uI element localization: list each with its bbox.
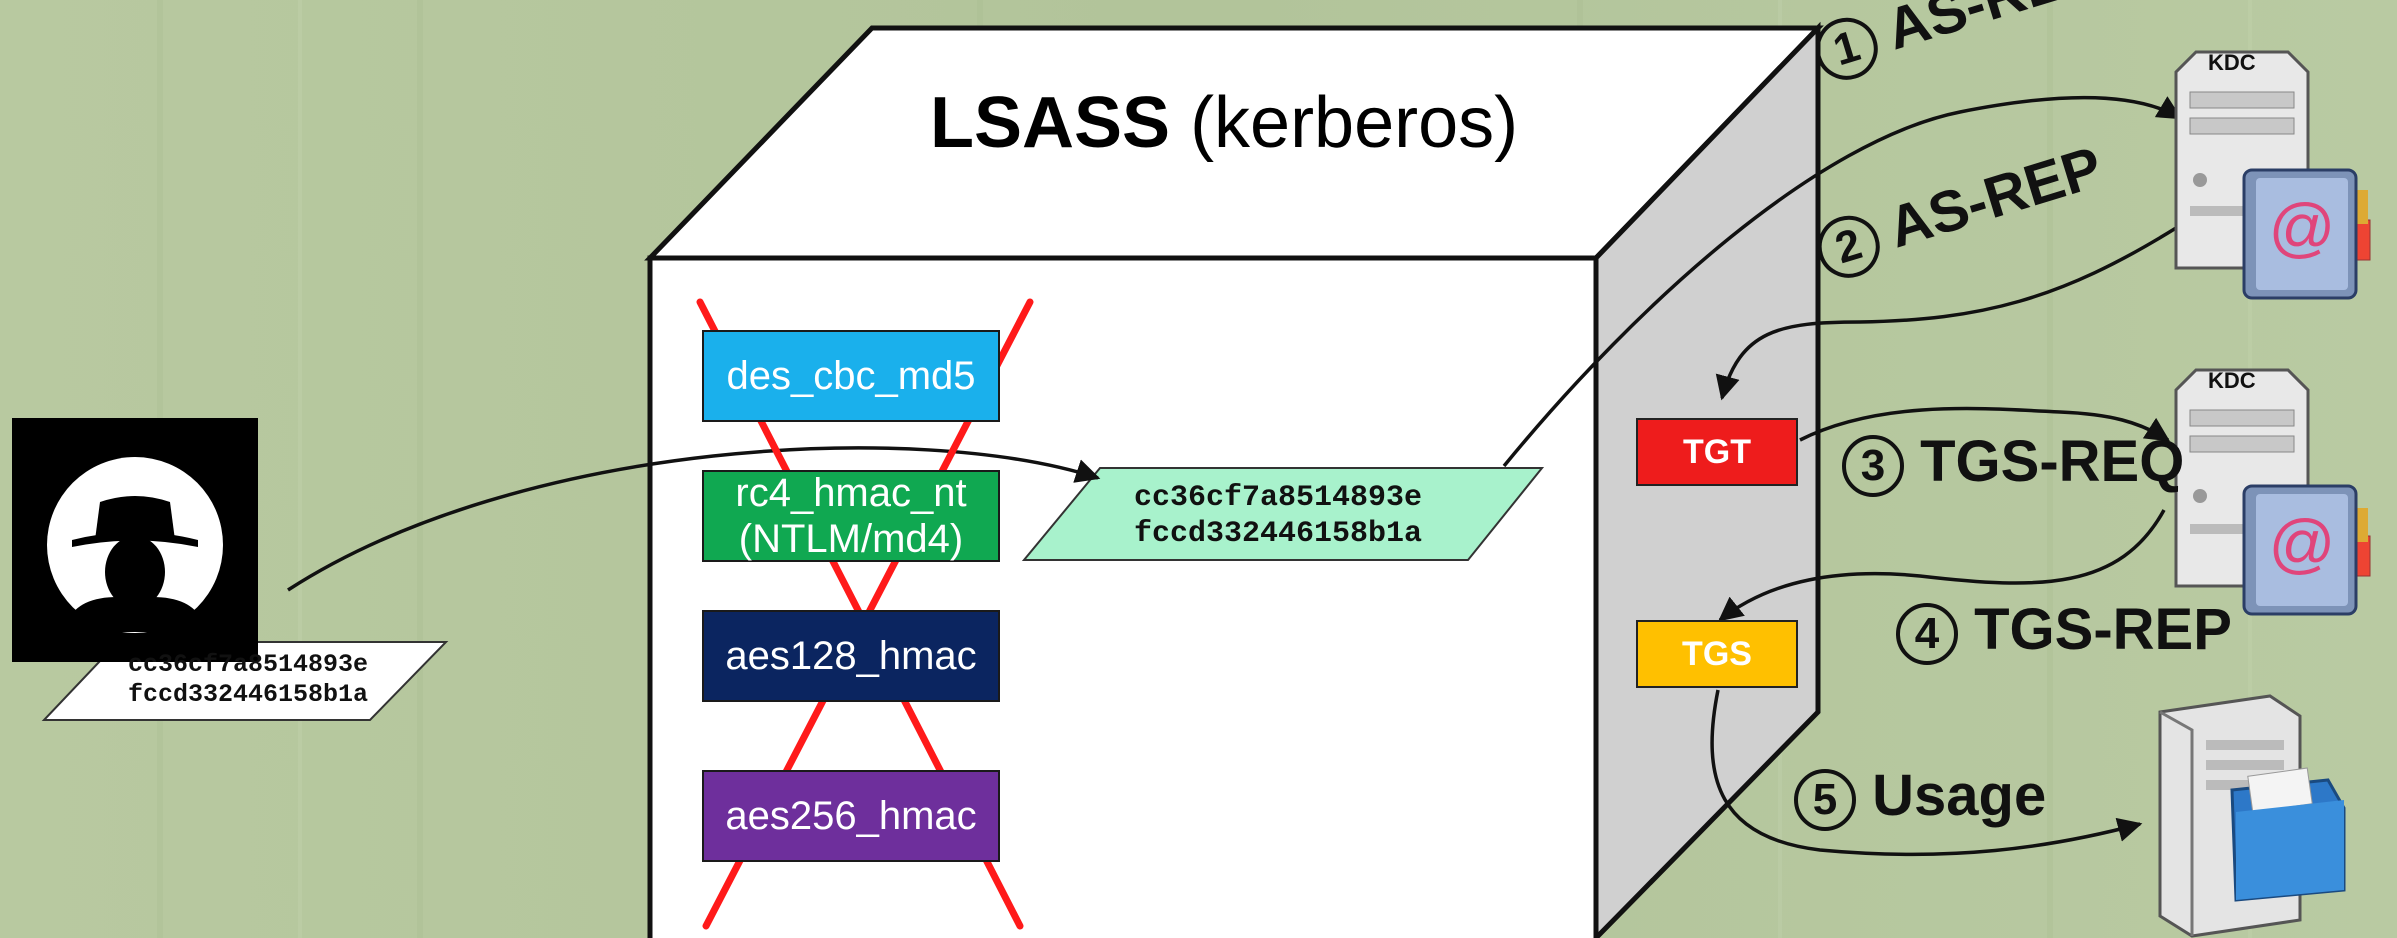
- usage-arrow: [1710, 689, 2143, 857]
- step-number-5: 5: [1794, 768, 1856, 831]
- tgs-label: TGS: [1682, 634, 1752, 673]
- hacker-icon: [12, 418, 258, 662]
- step-tgs-rep: 4 TGS-REP: [1896, 596, 2232, 665]
- hash-line-1: cc36cf7a8514893e: [1134, 481, 1423, 515]
- kdc-label-2: KDC: [2208, 368, 2256, 393]
- svg-text:@: @: [2269, 506, 2336, 580]
- key-aes256-label: aes256_hmac: [725, 794, 977, 838]
- step-usage: 5 Usage: [1794, 762, 2046, 831]
- svg-text:@: @: [2269, 190, 2336, 264]
- tgs-req-arrow: [1799, 406, 2171, 442]
- step-number-3: 3: [1842, 434, 1904, 497]
- key-des-label: des_cbc_md5: [726, 354, 976, 398]
- lsass-title-bold: LSASS: [930, 83, 1171, 163]
- attacker-hash-line-1: cc36cf7a8514893e: [128, 650, 369, 679]
- address-book-icon: @: [2242, 168, 2371, 300]
- step-tgs-req: 3 TGS-REQ: [1842, 428, 2184, 497]
- lsass-title-rest: (kerberos): [1190, 83, 1519, 163]
- step-text-5: Usage: [1872, 763, 2047, 828]
- kdc-label-1: KDC: [2208, 50, 2256, 75]
- key-aes128: aes128_hmac: [702, 610, 1000, 702]
- as-req-arrow: [1502, 95, 2183, 468]
- attacker-hash-text: cc36cf7a8514893e fccd332446158b1a: [128, 650, 368, 710]
- key-rc4-label: rc4_hmac_nt (NTLM/md4): [735, 471, 967, 561]
- hash-text: cc36cf7a8514893e fccd332446158b1a: [1134, 480, 1422, 552]
- inject-arrow: [287, 446, 1101, 592]
- tgs-ticket: TGS: [1636, 620, 1798, 688]
- address-book-icon: @: [2242, 484, 2371, 616]
- hash-line-2: fccd332446158b1a: [1134, 517, 1423, 551]
- file-server-icon: [2158, 694, 2346, 938]
- as-rep-arrow: [1715, 226, 2177, 401]
- key-des: des_cbc_md5: [702, 330, 1000, 422]
- step-number-4: 4: [1896, 602, 1958, 665]
- key-aes256: aes256_hmac: [702, 770, 1000, 862]
- tgs-rep-arrow: [1718, 509, 2166, 622]
- attacker-hash-line-2: fccd332446158b1a: [128, 680, 369, 709]
- step-text-3: TGS-REQ: [1920, 429, 2185, 494]
- key-aes128-label: aes128_hmac: [725, 634, 977, 678]
- tgt-label: TGT: [1683, 432, 1751, 471]
- hash-parallelogram: [1021, 467, 1545, 561]
- lsass-title: LSASS (kerberos): [930, 82, 1518, 164]
- tgt-ticket: TGT: [1636, 418, 1798, 486]
- step-text-4: TGS-REP: [1974, 597, 2232, 662]
- key-rc4: rc4_hmac_nt (NTLM/md4): [702, 470, 1000, 562]
